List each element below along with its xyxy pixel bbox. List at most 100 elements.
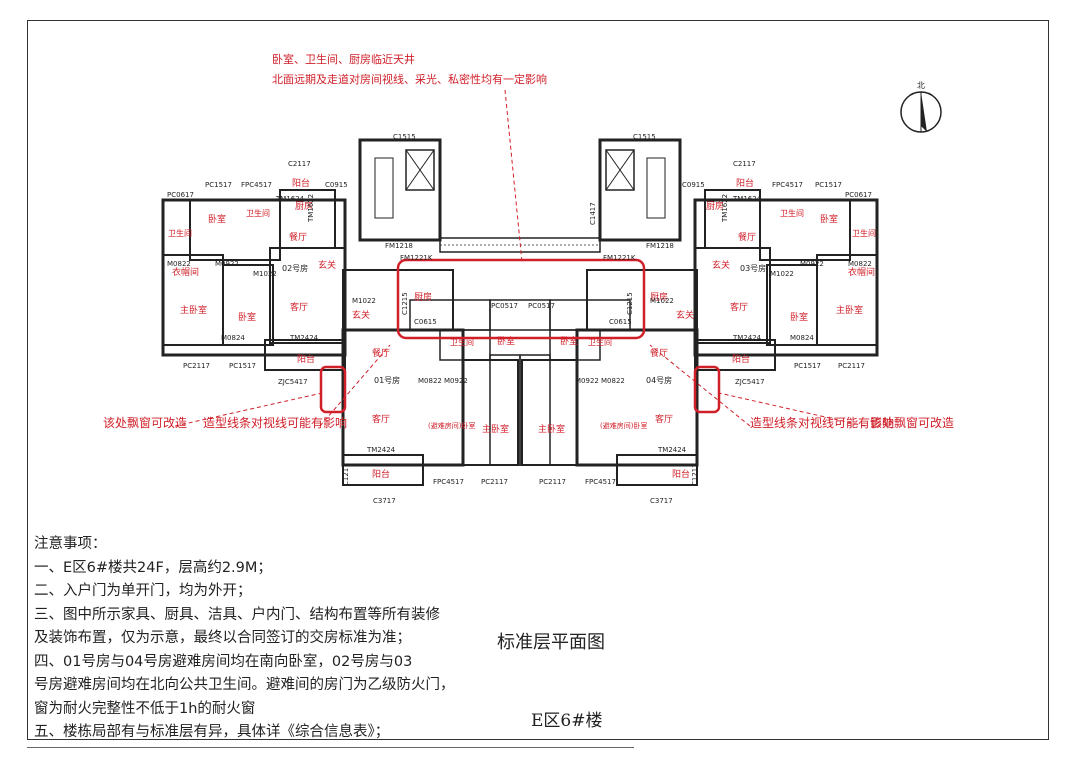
left-wing-walls [161,138,519,486]
room-refuge: (避难房间)卧室 [428,421,475,430]
drawing-frame [27,20,1049,740]
code-label: TM2424 [657,446,687,454]
left-window-highlight [319,365,347,414]
central-corridor [409,237,631,466]
room-bedroom: 卧室 [208,213,226,225]
drawing-subtitle: E区6#楼 [531,711,603,731]
room-cloak: 衣帽间 [848,266,875,278]
room-kitchen: 厨房 [650,291,668,303]
code-label: M0922 [444,377,468,385]
right-window-highlight [693,365,721,414]
code-label: FM1218 [385,242,413,250]
code-label: C1515 [393,133,416,141]
room-balcony: 阳台 [672,468,690,480]
code-label: PC0517 [528,302,555,310]
room-master: 主卧室 [538,423,565,435]
room-living: 客厅 [730,301,748,313]
code-label: ZJC5417 [735,378,765,386]
room-bath: 卫生间 [588,337,612,347]
code-label: C0915 [682,181,705,189]
code-label: M0822 [167,260,191,268]
code-label: M1022 [650,297,674,305]
code-label: FPC4517 [241,181,272,189]
code-label: C1515 [633,133,656,141]
code-label: C1215 [401,292,409,315]
code-label: C3717 [373,497,396,505]
unit-01: 01号房 [374,375,400,385]
code-label: M0922 [215,260,239,268]
code-label: M1022 [770,270,794,278]
code-label: PC0617 [845,191,872,199]
code-label: M0822 [848,260,872,268]
code-label: C2117 [288,160,311,168]
code-label: M0922 [800,260,824,268]
code-label: C1217 [342,463,350,486]
room-bath: 卫生间 [246,208,270,218]
note-item: 四、01号房与04号房避难房间均在南向卧室，02号房与03 [34,653,413,670]
annotation-left-window: 该处飘窗可改造 [103,416,187,430]
annotation-left-line: 造型线条对视线可能有影响 [203,415,347,430]
unit-04: 04号房 [646,375,672,385]
right-wing-walls [521,138,879,486]
code-label: TM2424 [289,334,319,342]
room-entry: 玄关 [712,259,730,271]
note-item: 二、入户门为单开门，均为外开； [34,583,252,599]
drawing-title: 标准层平面图 [497,632,605,653]
room-master: 主卧室 [180,304,207,316]
code-label: C1417 [589,202,597,225]
room-bedroom: 卧室 [790,311,808,323]
notes-heading: 注意事项： [34,536,107,552]
annotation-top-line2: 北面远期及走道对房间视线、采光、私密性均有一定影响 [272,72,547,86]
unit-02: 02号房 [282,263,308,273]
code-label: TM2424 [366,446,396,454]
annotation-right-line: 造型线条对视线可能有影响 [750,415,894,430]
divider [27,747,634,748]
note-item: 及装饰布置，仅为示意，最终以合同签订的交房标准为准； [34,630,411,646]
code-label: ZJC5417 [278,378,308,386]
code-label: FM1221K [603,254,636,262]
room-entry: 玄关 [676,309,694,321]
room-bedroom: 卧室 [497,335,515,347]
code-label: FM1218 [646,242,674,250]
code-label: PC0517 [491,302,518,310]
code-label: PC2117 [481,478,508,486]
unit-03: 03号房 [740,263,766,273]
room-living: 客厅 [655,413,673,425]
room-master: 主卧室 [482,423,509,435]
code-label: FM1221K [400,254,433,262]
room-dining: 餐厅 [738,231,756,243]
code-label: C1217 [691,463,699,486]
code-label: FPC4517 [772,181,803,189]
code-label: PC2117 [183,362,210,370]
code-label: TM1624 [732,195,762,203]
code-label: TM1622 [721,194,729,223]
code-label: C2117 [733,160,756,168]
code-label: PC1517 [794,362,821,370]
note-item: 三、图中所示家具、厨具、洁具、户内门、结构布置等所有装修 [34,606,440,623]
code-label: M0822 [418,377,442,385]
room-bedroom: 卧室 [238,311,256,323]
code-label: C1215 [626,292,634,315]
code-label: PC1517 [205,181,232,189]
code-label: M0824 [221,334,245,342]
room-cloak: 衣帽间 [172,266,199,278]
code-label: PC1517 [815,181,842,189]
code-label: M1022 [352,297,376,305]
note-item: 窗为耐火完整性不低于1h的耐火窗 [34,700,256,717]
annotation-right-window: 该处飘窗可改造 [870,416,954,430]
component-codes: C1515 C1515 C2117 C2117 PC0617 PC1517 FP… [167,133,872,505]
room-bedroom: 卧室 [560,335,578,347]
note-item: 五、楼栋局部有与标准层有异，具体详《综合信息表》； [34,724,390,740]
design-notes: 注意事项： 一、E区6#楼共24F，层高约2.9M； 二、入户门为单开门，均为外… [34,533,634,745]
code-label: TM2424 [732,334,762,342]
room-kitchen: 厨房 [414,291,432,303]
code-label: C3717 [650,497,673,505]
code-label: TM1622 [307,194,315,223]
code-label: C0615 [414,318,437,326]
north-arrow: 北 [900,81,942,133]
room-dining: 餐厅 [372,347,390,359]
room-dining: 餐厅 [289,231,307,243]
leader-lines [174,89,866,427]
room-bath: 卫生间 [852,228,876,238]
